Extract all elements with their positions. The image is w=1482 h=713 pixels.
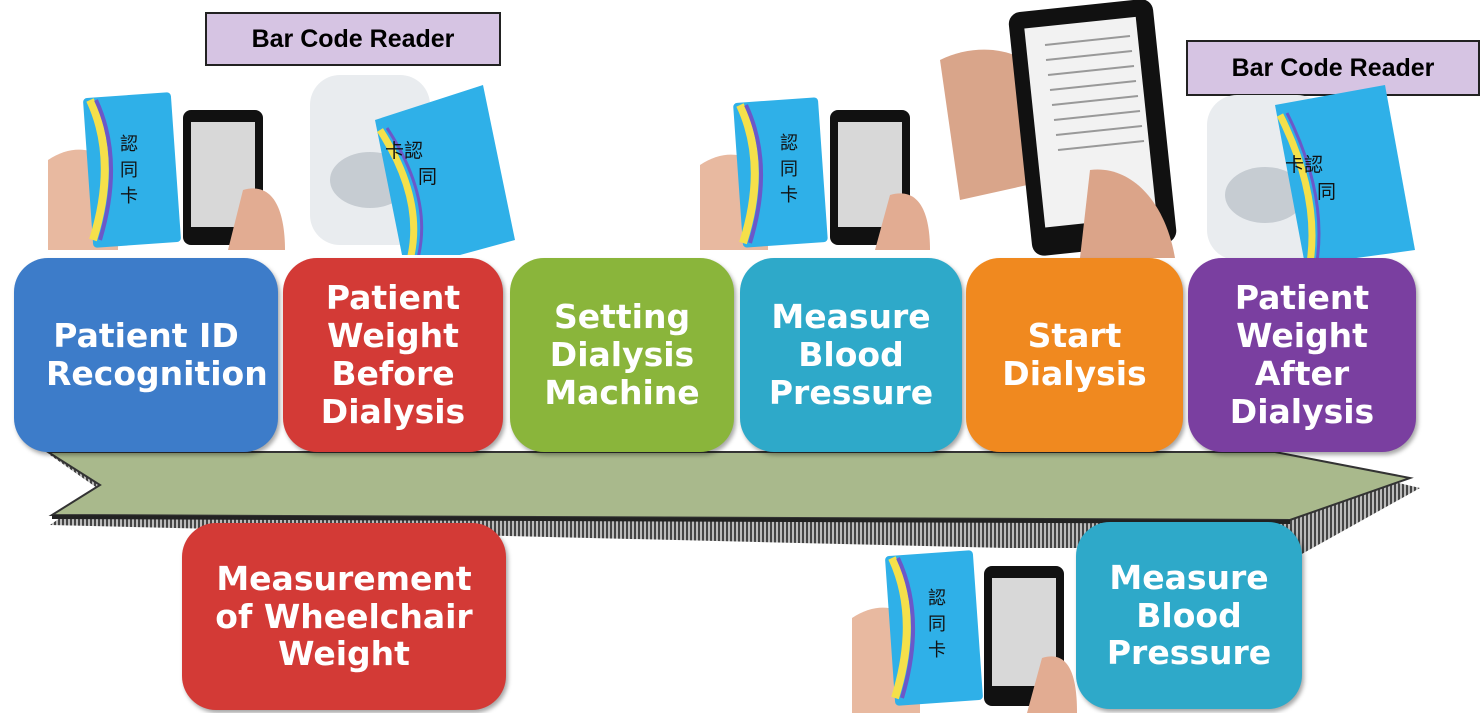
reader-card-photo-2: 卡認 同	[1195, 85, 1425, 265]
card-char-2: 同	[120, 160, 138, 181]
step-label: Patient Weight After Dialysis	[1229, 278, 1375, 431]
reader-card-char-2: 同	[418, 166, 438, 188]
reader-card-char-3: 認	[1304, 154, 1324, 176]
card-char-1: 認	[928, 588, 946, 609]
step-label: Measure Blood Pressure	[1106, 557, 1272, 673]
reader-card-photo-1: 卡認 同	[305, 70, 517, 255]
step-setting-dialysis-machine: Setting Dialysis Machine	[510, 258, 734, 452]
card-phone-photo-1: 認 同 卡	[48, 90, 285, 250]
step-label: Patient ID Recognition	[46, 316, 268, 393]
card-char-3: 卡	[120, 186, 138, 207]
step-label: Measurement of Wheelchair Weight	[215, 558, 473, 674]
card-char-2: 同	[928, 614, 946, 635]
step-start-dialysis: Start Dialysis	[966, 258, 1183, 452]
card-char-3: 卡	[780, 185, 798, 206]
reader-card-char-1: 認	[404, 140, 424, 162]
card-char-1: 認	[780, 133, 798, 154]
step-label: Setting Dialysis Machine	[544, 297, 700, 412]
step-measure-blood-pressure-2: Measure Blood Pressure	[1076, 522, 1302, 709]
arrow-body	[44, 451, 1414, 522]
bar-code-reader-label-2: Bar Code Reader	[1186, 40, 1480, 96]
bar-code-reader-label-1: Bar Code Reader	[205, 12, 501, 66]
step-label: Patient Weight Before Dialysis	[320, 278, 466, 431]
card-char-1: 認	[120, 134, 138, 155]
reader-card-char-4: 同	[1317, 181, 1337, 203]
step-label: Start Dialysis	[1002, 316, 1147, 393]
card-phone-photo-3: 認 同 卡	[852, 548, 1077, 713]
step-label: Measure Blood Pressure	[768, 297, 934, 412]
card-phone-photo-2: 認 同 卡	[700, 95, 930, 250]
step-patient-id-recognition: Patient ID Recognition	[14, 258, 278, 452]
tablet-photo	[940, 0, 1195, 258]
card-char-2: 同	[780, 159, 798, 180]
step-patient-weight-after: Patient Weight After Dialysis	[1188, 258, 1416, 452]
step-measure-blood-pressure: Measure Blood Pressure	[740, 258, 962, 452]
step-measurement-wheelchair-weight: Measurement of Wheelchair Weight	[182, 523, 506, 710]
card-char-3: 卡	[928, 640, 946, 661]
step-patient-weight-before: Patient Weight Before Dialysis	[283, 258, 503, 452]
